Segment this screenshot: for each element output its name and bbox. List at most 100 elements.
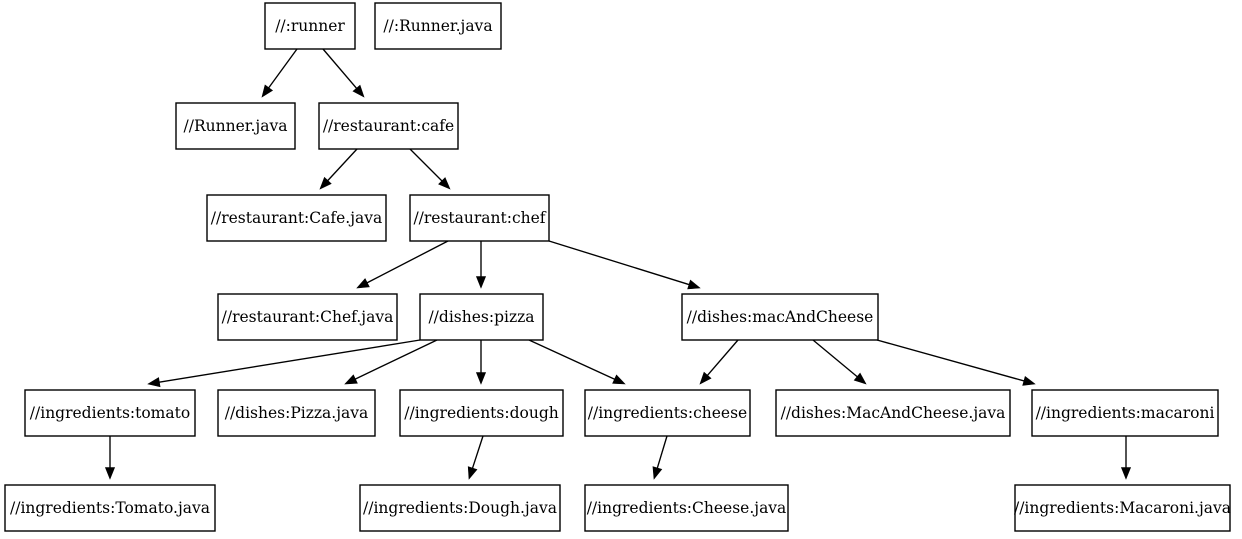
node-box[interactable] (24, 389, 196, 437)
graph-node[interactable]: //Runner.java (175, 102, 296, 150)
graph-node[interactable]: //dishes:MacAndCheese.java (775, 389, 1011, 437)
graph-node[interactable]: //ingredients:cheese (584, 389, 751, 437)
edge-arrowhead (475, 276, 487, 289)
node-box[interactable] (264, 2, 356, 50)
edge-line (352, 339, 438, 381)
graph-edge (699, 339, 739, 385)
graph-node[interactable]: //ingredients:dough (399, 389, 564, 437)
edge-line (655, 435, 668, 471)
graph-node[interactable]: //restaurant:Chef.java (217, 293, 398, 341)
nodes-layer: //:runner //:Runner.java //Runner.java //re… (4, 2, 1231, 532)
edge-line (812, 339, 860, 379)
graph-node[interactable]: //restaurant:chef (409, 194, 550, 242)
graph-edge (322, 48, 365, 98)
node-label: //dishes:Pizza.java (225, 404, 369, 422)
node-box[interactable] (4, 484, 216, 532)
graph-edge (409, 148, 451, 190)
edge-arrowhead (652, 466, 663, 480)
node-box[interactable] (1014, 484, 1231, 532)
graph-node[interactable]: //ingredients:Tomato.java (4, 484, 216, 532)
node-label: //dishes:pizza (428, 308, 534, 326)
node-label: //ingredients:tomato (30, 404, 190, 422)
graph-node[interactable]: //:runner (264, 2, 356, 50)
node-box[interactable] (775, 389, 1011, 437)
edge-arrowhead (1120, 467, 1132, 480)
node-box[interactable] (217, 389, 376, 437)
edge-line (156, 339, 421, 384)
graph-node[interactable]: //ingredients:Cheese.java (584, 484, 789, 532)
graph-node[interactable]: //ingredients:tomato (24, 389, 196, 437)
node-label: //ingredients:Tomato.java (10, 499, 210, 517)
edge-arrowhead (1022, 375, 1036, 386)
node-label: //restaurant:Chef.java (222, 308, 394, 326)
edge-line (876, 339, 1027, 383)
node-label: //ingredients:Dough.java (363, 499, 557, 517)
graph-node[interactable]: //dishes:Pizza.java (217, 389, 376, 437)
edge-line (705, 339, 739, 378)
graph-node[interactable]: //ingredients:Macaroni.java (1014, 484, 1231, 532)
graph-edge (319, 148, 358, 190)
node-label: //ingredients:macaroni (1036, 404, 1215, 422)
edge-arrowhead (344, 374, 358, 385)
graph-node[interactable]: //dishes:macAndCheese (681, 293, 879, 341)
edge-line (548, 240, 692, 286)
node-box[interactable] (175, 102, 296, 150)
node-box[interactable] (318, 102, 459, 150)
node-box[interactable] (409, 194, 550, 242)
graph-node[interactable]: //restaurant:Cafe.java (206, 194, 387, 242)
node-box[interactable] (584, 484, 789, 532)
graph-node[interactable]: //ingredients:macaroni (1031, 389, 1219, 437)
node-label: //:runner (275, 17, 345, 35)
graph-edge (104, 436, 116, 480)
node-label: //restaurant:chef (413, 209, 546, 227)
graph-node[interactable]: //restaurant:cafe (318, 102, 459, 150)
node-label: //dishes:MacAndCheese.java (781, 404, 1006, 422)
edge-arrowhead (319, 176, 332, 190)
node-box[interactable] (359, 484, 561, 532)
node-box[interactable] (206, 194, 387, 242)
node-box[interactable] (681, 293, 879, 341)
graph-edge (548, 240, 701, 290)
graph-edge (356, 240, 449, 289)
graph-edge (344, 339, 438, 385)
node-box[interactable] (584, 389, 751, 437)
graph-edge (147, 339, 421, 388)
node-label: //restaurant:Cafe.java (211, 209, 383, 227)
graph-edge (475, 340, 487, 385)
node-box[interactable] (419, 293, 544, 341)
edge-arrowhead (612, 374, 626, 385)
edge-arrowhead (147, 377, 161, 388)
edge-line (322, 48, 359, 91)
graph-edge (876, 339, 1036, 386)
edge-line (471, 435, 484, 471)
node-box[interactable] (1031, 389, 1219, 437)
node-box[interactable] (374, 2, 502, 50)
graph-edge (812, 339, 867, 385)
graph-edge (1120, 436, 1132, 480)
node-box[interactable] (217, 293, 398, 341)
node-label: //restaurant:cafe (323, 117, 454, 135)
edge-line (528, 339, 618, 381)
node-box[interactable] (399, 389, 564, 437)
node-label: //:Runner.java (383, 17, 492, 35)
graph-edge (467, 435, 484, 480)
graph-node[interactable]: //ingredients:Dough.java (359, 484, 561, 532)
graph-node[interactable]: //dishes:pizza (419, 293, 544, 341)
node-label: //ingredients:dough (404, 404, 558, 422)
edge-arrowhead (352, 84, 365, 98)
edge-arrowhead (475, 372, 487, 385)
edge-arrowhead (356, 278, 370, 289)
edges-layer (104, 48, 1132, 480)
graph-node[interactable]: //:Runner.java (374, 2, 502, 50)
edge-line (266, 48, 298, 91)
edge-arrowhead (438, 177, 451, 190)
node-label: //ingredients:cheese (588, 404, 747, 422)
edge-arrowhead (687, 279, 701, 290)
node-label: //dishes:macAndCheese (687, 308, 874, 326)
node-label: //ingredients:Cheese.java (587, 499, 787, 517)
edge-line (409, 148, 445, 184)
edge-line (325, 148, 358, 183)
node-label: //Runner.java (184, 117, 288, 135)
